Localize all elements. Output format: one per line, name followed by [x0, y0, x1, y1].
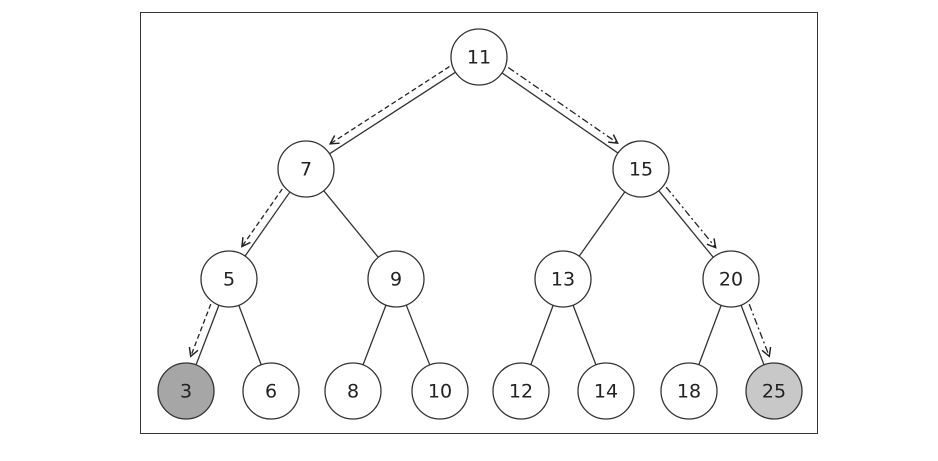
node-circle-25 [745, 362, 803, 420]
tree-node-14: 14 [577, 362, 635, 420]
path-to-max-arrow-3 [748, 303, 772, 358]
tree-edge-n13-n14 [572, 304, 597, 366]
node-circle-11 [450, 28, 508, 86]
node-circle-15 [612, 140, 670, 198]
node-label-10: 10 [428, 381, 452, 403]
tree-edge-n9-n10 [405, 304, 431, 366]
node-label-3: 3 [180, 381, 192, 403]
search-paths-layer [188, 66, 772, 358]
node-label-8: 8 [347, 381, 359, 403]
tree-node-18: 18 [660, 362, 718, 420]
tree-node-6: 6 [242, 362, 300, 420]
tree-edge-n7-n5 [244, 191, 291, 257]
node-label-12: 12 [509, 381, 533, 403]
tree-node-3: 3 [157, 362, 215, 420]
tree-edge-n7-n9 [323, 190, 379, 258]
path-to-min-arrow-3 [188, 303, 212, 358]
node-label-13: 13 [551, 269, 575, 291]
node-label-11: 11 [467, 47, 491, 69]
tree-edge-n20-n25 [740, 304, 765, 366]
tree-node-8: 8 [324, 362, 382, 420]
node-circle-8 [324, 362, 382, 420]
node-circle-18 [660, 362, 718, 420]
node-circle-13 [534, 250, 592, 308]
node-circle-6 [242, 362, 300, 420]
node-circle-10 [411, 362, 469, 420]
tree-edge-n15-n20 [658, 190, 714, 258]
tree-node-13: 13 [534, 250, 592, 308]
tree-edge-n20-n18 [698, 304, 722, 366]
tree-node-11: 11 [450, 28, 508, 86]
nodes-layer: 11 7 15 5 9 13 20 3 6 8 10 12 14 18 25 [157, 28, 803, 420]
node-label-25: 25 [762, 381, 786, 403]
node-circle-3 [157, 362, 215, 420]
tree-edge-n11-n7 [329, 71, 456, 155]
tree-edge-n5-n3 [195, 304, 220, 366]
tree-node-12: 12 [492, 362, 550, 420]
node-circle-12 [492, 362, 550, 420]
node-label-18: 18 [677, 381, 701, 403]
node-label-7: 7 [300, 159, 312, 181]
node-circle-20 [702, 250, 760, 308]
edges-layer [195, 71, 765, 366]
path-to-max-arrow-2 [665, 186, 717, 249]
tree-edge-n5-n6 [238, 304, 262, 366]
node-circle-5 [200, 250, 258, 308]
node-circle-7 [277, 140, 335, 198]
tree-node-10: 10 [411, 362, 469, 420]
tree-edge-n15-n13 [578, 191, 626, 257]
tree-edge-n9-n8 [362, 304, 387, 366]
node-label-6: 6 [265, 381, 277, 403]
node-label-9: 9 [390, 269, 402, 291]
tree-edge-n11-n15 [501, 72, 619, 154]
node-label-14: 14 [594, 381, 618, 403]
node-label-5: 5 [223, 269, 235, 291]
path-to-max-arrow-1 [507, 66, 619, 144]
tree-node-25: 25 [745, 362, 803, 420]
node-circle-9 [367, 250, 425, 308]
tree-node-7: 7 [277, 140, 335, 198]
tree-node-5: 5 [200, 250, 258, 308]
path-to-min-arrow-1 [328, 66, 450, 145]
node-circle-14 [577, 362, 635, 420]
tree-node-9: 9 [367, 250, 425, 308]
tree-node-20: 20 [702, 250, 760, 308]
path-to-min-arrow-2 [241, 188, 283, 248]
node-label-20: 20 [719, 269, 743, 291]
node-label-15: 15 [629, 159, 653, 181]
tree-node-15: 15 [612, 140, 670, 198]
tree-edge-n13-n12 [530, 304, 554, 366]
